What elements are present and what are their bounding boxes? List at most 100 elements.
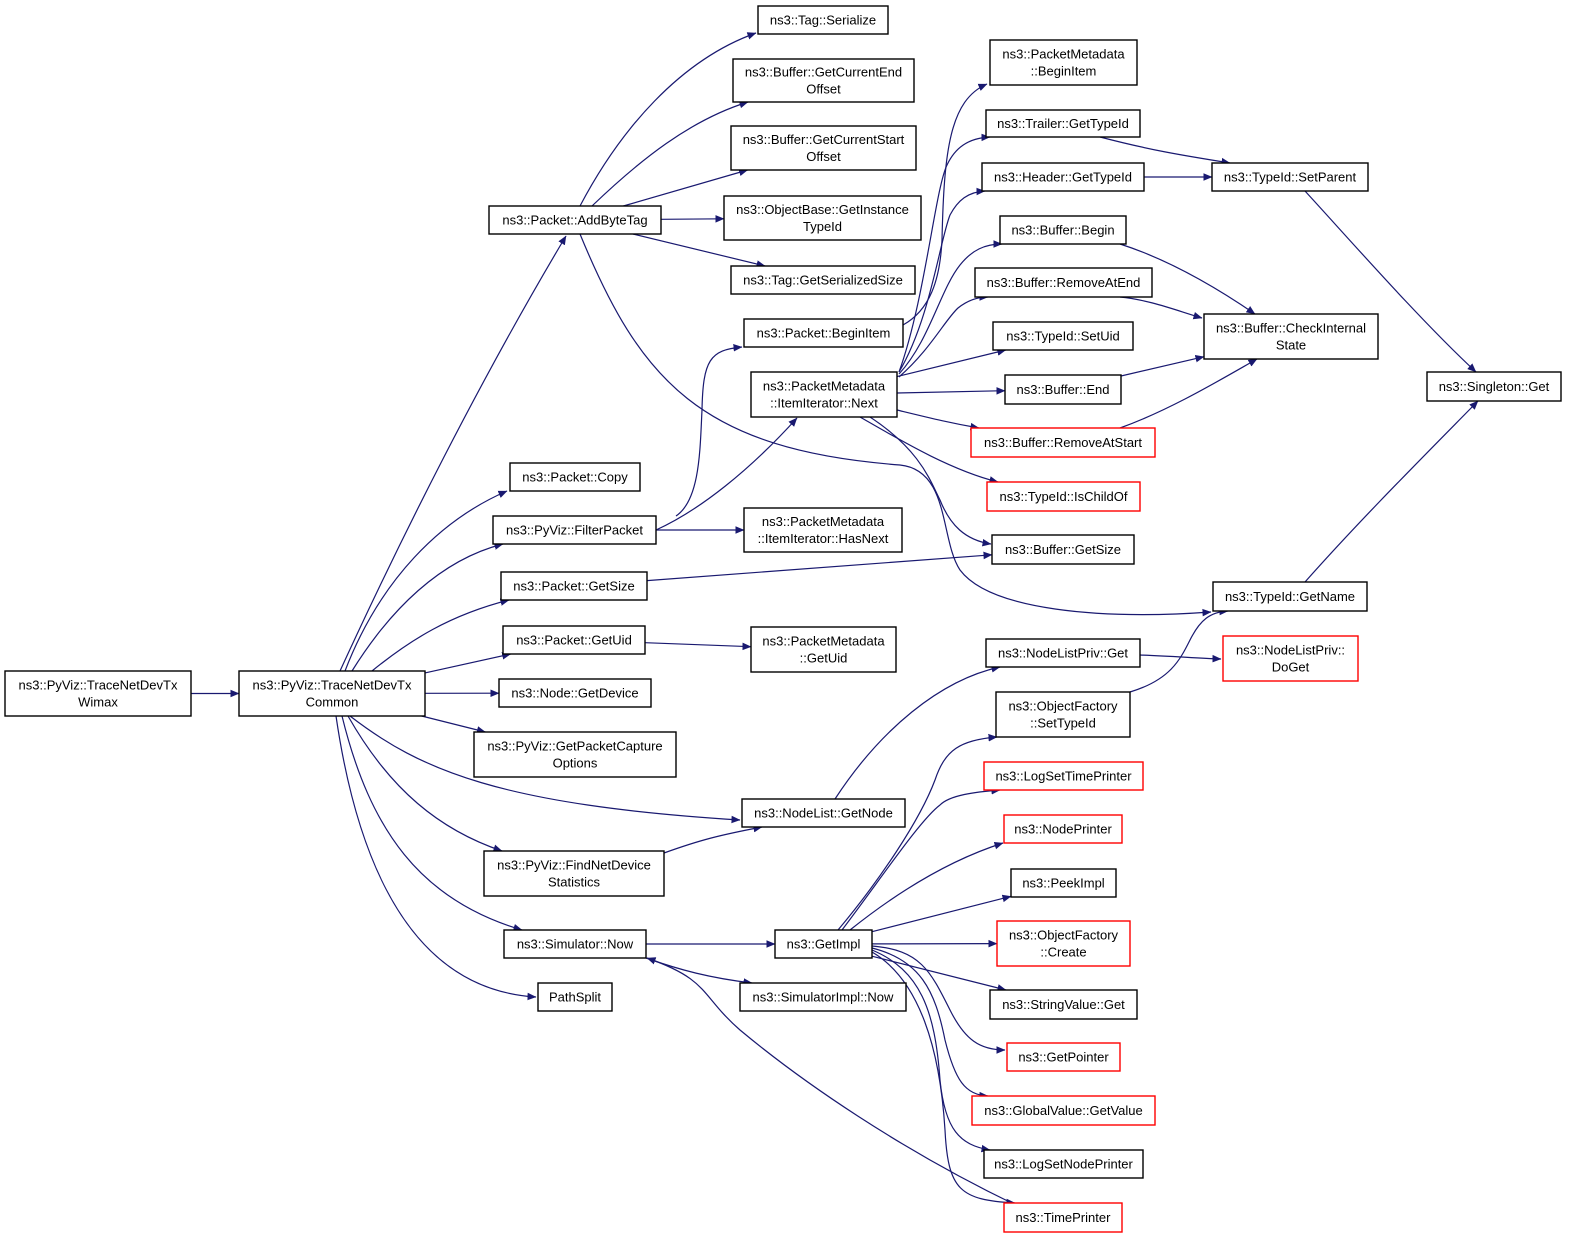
node-box <box>537 982 613 1012</box>
node-label-line: ns3::NodeList::GetNode <box>754 806 893 821</box>
node-label-line: ns3::Buffer::RemoveAtStart <box>984 435 1142 450</box>
node-itnext[interactable]: ns3::PacketMetadata::ItemIterator::Next <box>750 371 898 418</box>
node-label-line: ns3::StringValue::Get <box>1002 997 1125 1012</box>
node-getserializedsize[interactable]: ns3::Tag::GetSerializedSize <box>730 265 916 295</box>
node-box <box>503 929 647 959</box>
node-getpointer[interactable]: ns3::GetPointer <box>1006 1042 1121 1072</box>
node-stringvalueget[interactable]: ns3::StringValue::Get <box>989 989 1138 1020</box>
node-label-line: ns3::NodeListPriv:: <box>1236 643 1345 658</box>
node-timeprinter[interactable]: ns3::TimePrinter <box>1003 1202 1123 1233</box>
node-nodeprinter[interactable]: ns3::NodePrinter <box>1003 814 1123 844</box>
node-box <box>473 731 677 778</box>
node-label-line: ns3::Buffer::End <box>1017 382 1110 397</box>
node-simnow[interactable]: ns3::Simulator::Now <box>503 929 647 959</box>
node-ithasnext[interactable]: ns3::PacketMetadata::ItemIterator::HasNe… <box>743 507 903 553</box>
node-label-line: TypeId <box>803 219 842 234</box>
node-box <box>492 515 657 545</box>
node-box <box>983 761 1144 791</box>
node-box <box>1211 162 1369 192</box>
node-bufbegin[interactable]: ns3::Buffer::Begin <box>999 215 1127 245</box>
edge-filterpacket-to-itnext <box>655 417 798 531</box>
edge-getsize-to-bufgetsize <box>646 551 993 582</box>
node-setparent[interactable]: ns3::TypeId::SetParent <box>1211 162 1369 192</box>
node-box <box>500 571 648 601</box>
node-box <box>1004 374 1122 405</box>
node-box <box>981 162 1145 192</box>
node-box <box>750 626 897 673</box>
edge-itnext-to-bufgetsize <box>869 416 992 547</box>
node-bufremoveatstart[interactable]: ns3::Buffer::RemoveAtStart <box>970 427 1156 458</box>
node-typeidgetname[interactable]: ns3::TypeId::GetName <box>1212 581 1368 612</box>
node-nodelistprivdoget[interactable]: ns3::NodeListPriv::DoGet <box>1222 635 1359 682</box>
node-pmbeginitem[interactable]: ns3::PacketMetadata::BeginItem <box>989 39 1138 86</box>
node-label-line: ns3::Buffer::RemoveAtEnd <box>987 275 1141 290</box>
node-box <box>498 678 652 708</box>
node-pmgetuid[interactable]: ns3::PacketMetadata::GetUid <box>750 626 897 673</box>
node-label-line: ns3::Node::GetDevice <box>511 686 638 701</box>
node-label-line: ns3::Buffer::GetCurrentEnd <box>745 65 902 80</box>
node-label-line: ns3::NodePrinter <box>1014 822 1112 837</box>
node-label-line: ns3::TypeId::SetParent <box>1224 170 1357 185</box>
node-box <box>983 1149 1144 1179</box>
node-label-line: ns3::GetImpl <box>787 937 861 952</box>
node-box <box>1003 814 1123 844</box>
node-typeidsetuid[interactable]: ns3::TypeId::SetUid <box>992 321 1134 351</box>
node-box <box>743 507 903 553</box>
node-pathsplit[interactable]: PathSplit <box>537 982 613 1012</box>
edge-bufremoveatend-to-checkinternalstate <box>1119 296 1203 320</box>
node-label-line: ns3::Header::GetTypeId <box>994 170 1132 185</box>
node-bufend[interactable]: ns3::Buffer::End <box>1004 374 1122 405</box>
node-getnode[interactable]: ns3::NodeList::GetNode <box>741 798 906 828</box>
node-label-line: ns3::Buffer::GetCurrentStart <box>743 132 905 147</box>
node-getdevice[interactable]: ns3::Node::GetDevice <box>498 678 652 708</box>
node-label-line: ns3::Packet::BeginItem <box>757 326 891 341</box>
node-bufgetsize[interactable]: ns3::Buffer::GetSize <box>991 534 1135 565</box>
node-tagserialize[interactable]: ns3::Tag::Serialize <box>757 5 889 35</box>
node-label-line: ns3::TimePrinter <box>1016 1210 1112 1225</box>
node-box <box>985 109 1141 138</box>
edge-ofsettypeid-to-typeidgetname <box>1129 607 1229 693</box>
node-label-line: Common <box>306 695 359 710</box>
node-label-line: DoGet <box>1272 660 1310 675</box>
node-getuid[interactable]: ns3::Packet::GetUid <box>502 625 646 655</box>
node-label-line: Wimax <box>78 695 118 710</box>
node-globalvaluegetvalue[interactable]: ns3::GlobalValue::GetValue <box>971 1095 1156 1126</box>
node-headergettypeid[interactable]: ns3::Header::GetTypeId <box>981 162 1145 192</box>
node-ofcreate[interactable]: ns3::ObjectFactory::Create <box>996 920 1131 967</box>
node-trailergettypeid[interactable]: ns3::Trailer::GetTypeId <box>985 109 1141 138</box>
node-simimplnow[interactable]: ns3::SimulatorImpl::Now <box>739 982 907 1012</box>
node-filterpacket[interactable]: ns3::PyViz::FilterPacket <box>492 515 657 545</box>
node-box <box>989 39 1138 86</box>
node-ischildof[interactable]: ns3::TypeId::IsChildOf <box>986 481 1141 512</box>
node-beginitem[interactable]: ns3::Packet::BeginItem <box>743 318 904 348</box>
node-label-line: ns3::PacketMetadata <box>762 514 885 529</box>
edge-timeprinter-to-simnow <box>646 957 1023 1209</box>
node-getimpl[interactable]: ns3::GetImpl <box>774 929 873 959</box>
node-getsize[interactable]: ns3::Packet::GetSize <box>500 571 648 601</box>
node-copy[interactable]: ns3::Packet::Copy <box>509 462 641 492</box>
edge-addbytetag-to-typeidgetname <box>579 233 1212 617</box>
node-label-line: ns3::Buffer::Begin <box>1011 223 1114 238</box>
node-nodelistprivget[interactable]: ns3::NodeListPriv::Get <box>985 638 1141 668</box>
edge-common-to-addbytetag <box>339 235 567 672</box>
node-logsetnodeprinter[interactable]: ns3::LogSetNodePrinter <box>983 1149 1144 1179</box>
node-logsettimeprinter[interactable]: ns3::LogSetTimePrinter <box>983 761 1144 791</box>
node-bufremoveatend[interactable]: ns3::Buffer::RemoveAtEnd <box>974 267 1153 298</box>
node-addbytetag[interactable]: ns3::Packet::AddByteTag <box>488 205 662 235</box>
node-peekimpl[interactable]: ns3::PeekImpl <box>1010 868 1117 898</box>
edge-itnext-to-bufbegin <box>898 240 1003 375</box>
node-box <box>1426 371 1562 402</box>
edge-getimpl-to-ofsettypeid <box>837 733 998 931</box>
node-ofsettypeid[interactable]: ns3::ObjectFactory::SetTypeId <box>995 691 1131 738</box>
node-singletonget[interactable]: ns3::Singleton::Get <box>1426 371 1562 402</box>
edge-itnext-to-typeidsetuid <box>896 348 1007 378</box>
